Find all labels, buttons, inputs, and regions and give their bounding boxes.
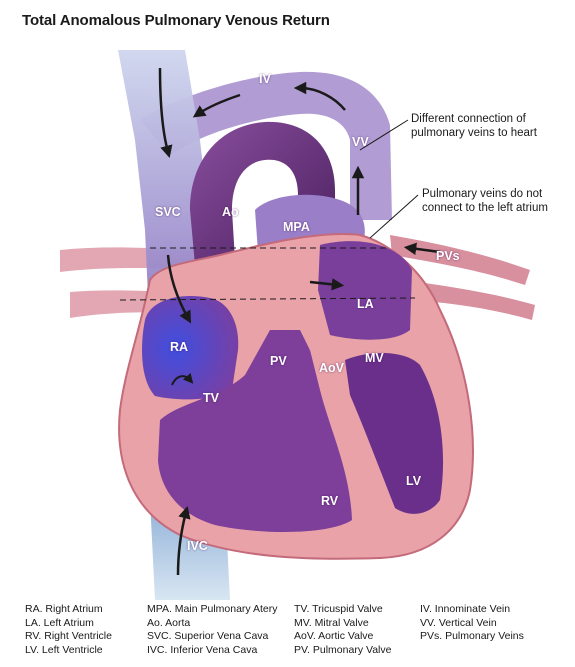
flow-arrow-tv xyxy=(171,372,194,386)
label-rv: RV xyxy=(321,494,339,508)
label-lv: LV xyxy=(406,474,422,488)
dashed-line-lower xyxy=(119,297,416,301)
diagram-title: Total Anomalous Pulmonary Venous Return xyxy=(22,12,330,29)
flow-arrow-iv-right xyxy=(293,81,346,111)
annotation-line: connect to the left atrium xyxy=(422,202,548,214)
legend-item: PVs. Pulmonary Veins xyxy=(420,630,524,642)
annotation-line: pulmonary veins to heart xyxy=(411,127,537,139)
right-ventricle xyxy=(158,330,352,532)
leader-line-no-connect xyxy=(369,194,419,239)
pulmonary-veins-right xyxy=(390,235,535,320)
legend-item: RV. Right Ventricle xyxy=(25,630,112,642)
legend-item: IV. Innominate Vein xyxy=(420,603,511,615)
flow-arrow-iv xyxy=(192,93,241,118)
legend-column-4: IV. Innominate Vein VV. Vertical Vein PV… xyxy=(420,603,524,644)
flow-arrow-pvs xyxy=(403,242,441,256)
flow-arrow-svc-top xyxy=(158,67,173,159)
legend-item: PV. Pulmonary Valve xyxy=(294,643,392,656)
label-vv: VV xyxy=(352,135,369,149)
label-iv: IV xyxy=(259,72,271,86)
label-pvs: PVs xyxy=(436,249,460,263)
label-ivc: IVC xyxy=(187,539,208,553)
leader-line-connection xyxy=(359,119,409,151)
flow-arrow-la xyxy=(309,278,345,291)
label-svc: SVC xyxy=(155,205,181,219)
annotation-line: Different connection of xyxy=(411,113,526,125)
legend-item: AoV. Aortic Valve xyxy=(294,630,374,642)
label-la: LA xyxy=(357,297,374,311)
label-aov: AoV xyxy=(319,361,344,375)
left-atrium xyxy=(318,241,412,340)
legend-column-2: MPA. Main Pulmonary Atery Ao. Aorta SVC.… xyxy=(147,603,278,657)
annotation-different-connection: Different connection of pulmonary veins … xyxy=(411,112,537,140)
legend-item: LA. Left Atrium xyxy=(25,616,94,629)
legend-item: Ao. Aorta xyxy=(147,616,191,629)
aorta xyxy=(190,121,335,265)
label-ao: Ao xyxy=(222,205,239,219)
flow-arrow-svc-down xyxy=(166,254,192,324)
septum xyxy=(300,328,380,510)
annotation-line: Pulmonary veins do not xyxy=(422,188,543,200)
legend-item: MPA. Main Pulmonary Atery xyxy=(147,603,278,615)
label-pv: PV xyxy=(270,354,287,368)
legend-column-1: RA. Right Atrium LA. Left Atrium RV. Rig… xyxy=(25,603,112,657)
label-mpa: MPA xyxy=(283,220,310,234)
label-tv: TV xyxy=(203,391,219,405)
legend-item: SVC. Superior Vena Cava xyxy=(147,630,269,642)
left-ventricle xyxy=(345,353,444,514)
flow-arrow-ivc xyxy=(176,505,191,576)
legend-item: IVC. Inferior Vena Cava xyxy=(147,643,258,656)
annotation-no-connect: Pulmonary veins do not connect to the le… xyxy=(422,187,548,215)
heart-diagram xyxy=(60,50,535,600)
label-ra: RA xyxy=(170,340,189,354)
legend-item: MV. Mitral Valve xyxy=(294,616,369,629)
right-atrium xyxy=(142,296,239,400)
legend-column-3: TV. Tricuspid Valve MV. Mitral Valve AoV… xyxy=(294,603,391,657)
label-mv: MV xyxy=(365,351,384,365)
legend-item: VV. Vertical Vein xyxy=(420,616,497,629)
legend-item: LV. Left Ventricle xyxy=(25,643,103,656)
legend-item: RA. Right Atrium xyxy=(25,603,103,615)
legend-item: TV. Tricuspid Valve xyxy=(294,603,383,615)
